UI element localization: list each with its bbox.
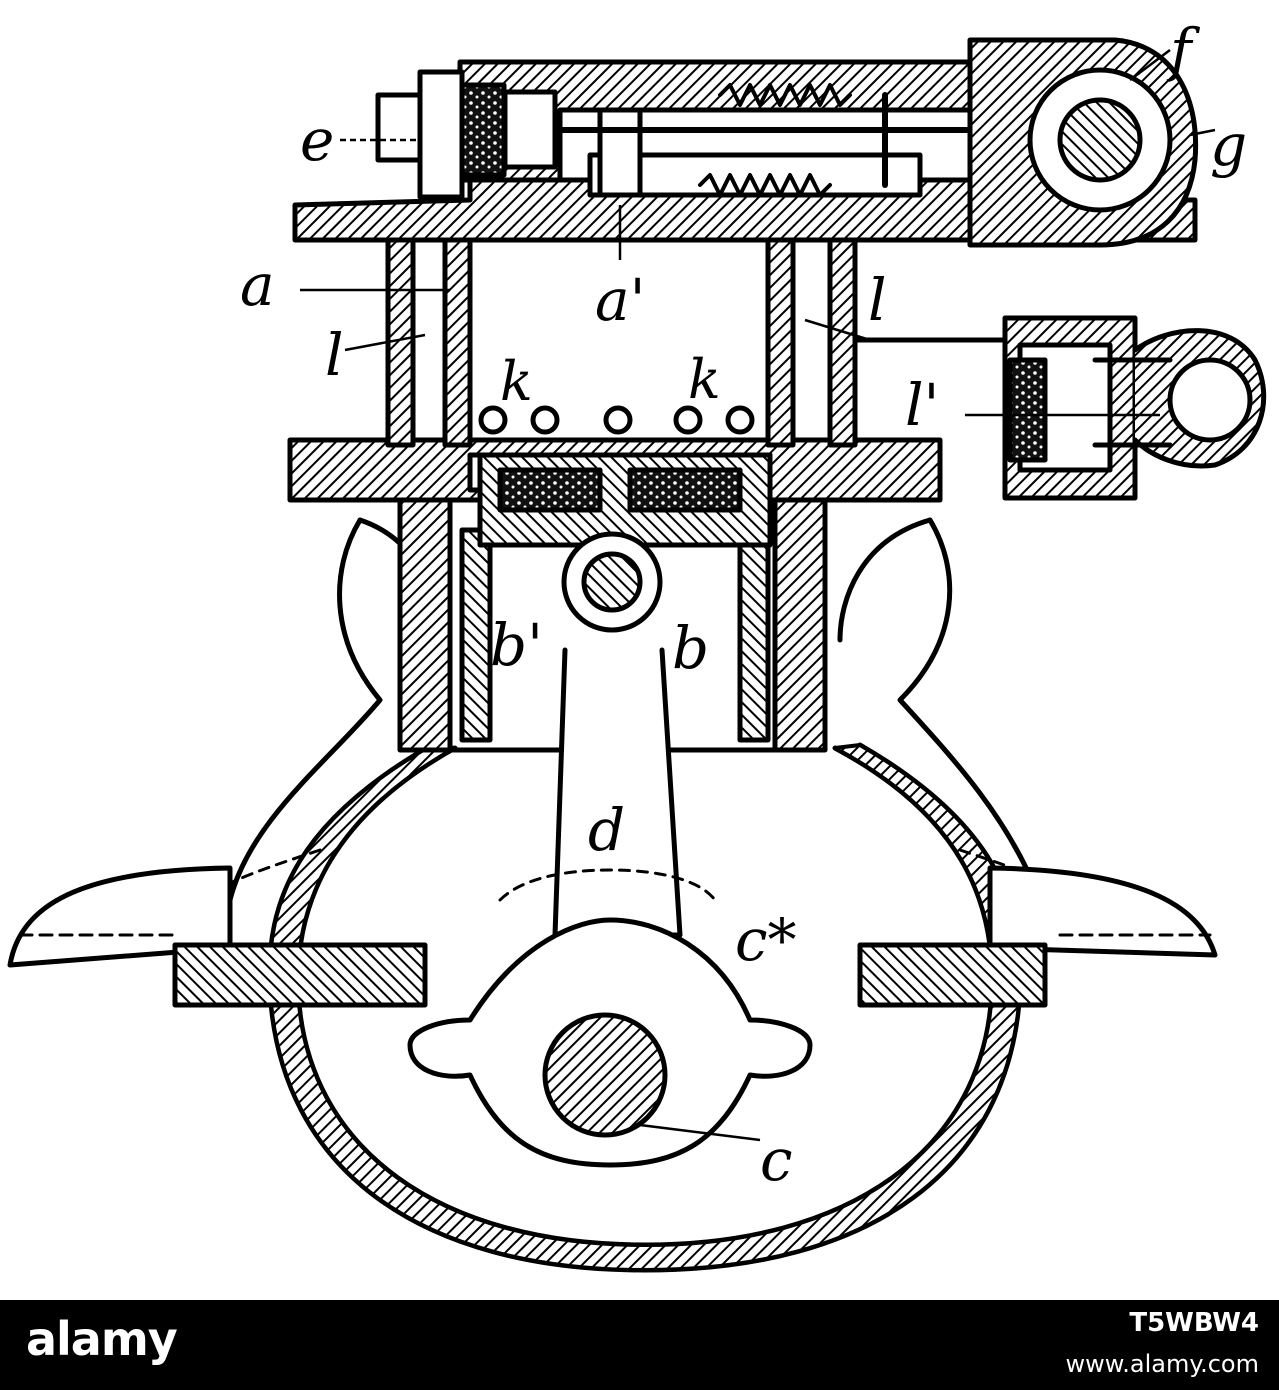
watermark-brand: alamy: [26, 1312, 178, 1366]
mounting-feet: [7, 865, 1218, 1008]
exhaust-fitting: [1002, 315, 1267, 501]
watermark-image-id: T5WBW4: [1129, 1308, 1259, 1338]
label-l-left: l: [325, 321, 344, 389]
label-d: d: [588, 796, 625, 864]
cylinder-head: [292, 37, 1199, 248]
connecting-rod: [552, 531, 683, 938]
label-l-right: l: [868, 266, 887, 334]
watermark-url: www.alamy.com: [1065, 1350, 1259, 1378]
leader-lines: [300, 49, 1216, 1142]
crankshaft: [407, 868, 813, 1168]
label-l-prime: l': [905, 371, 940, 439]
watermark-bar: alamy T5WBW4 www.alamy.com: [0, 1300, 1279, 1390]
label-g: g: [1210, 111, 1247, 179]
label-a: a: [240, 251, 275, 319]
label-b-prime: b': [490, 611, 543, 679]
label-e: e: [300, 106, 334, 174]
label-c: c: [760, 1126, 792, 1194]
cylinder-walls: [397, 487, 828, 753]
piston: [477, 452, 773, 548]
label-k-left: k: [500, 350, 533, 413]
label-k-right: k: [688, 348, 721, 411]
label-f: f: [1166, 16, 1201, 84]
label-c-star: c*: [735, 906, 796, 974]
cylinder-upper: [385, 232, 1013, 448]
engine-diagram: e f g a a' l l l' k k b' b d c* c: [7, 16, 1267, 1273]
label-b: b: [672, 614, 709, 682]
callout-labels: e f g a a' l l l' k k b' b d c* c: [240, 16, 1247, 1194]
engine-cross-section-illustration: e f g a a' l l l' k k b' b d c* c: [7, 16, 1267, 1273]
label-a-prime: a': [595, 266, 646, 334]
